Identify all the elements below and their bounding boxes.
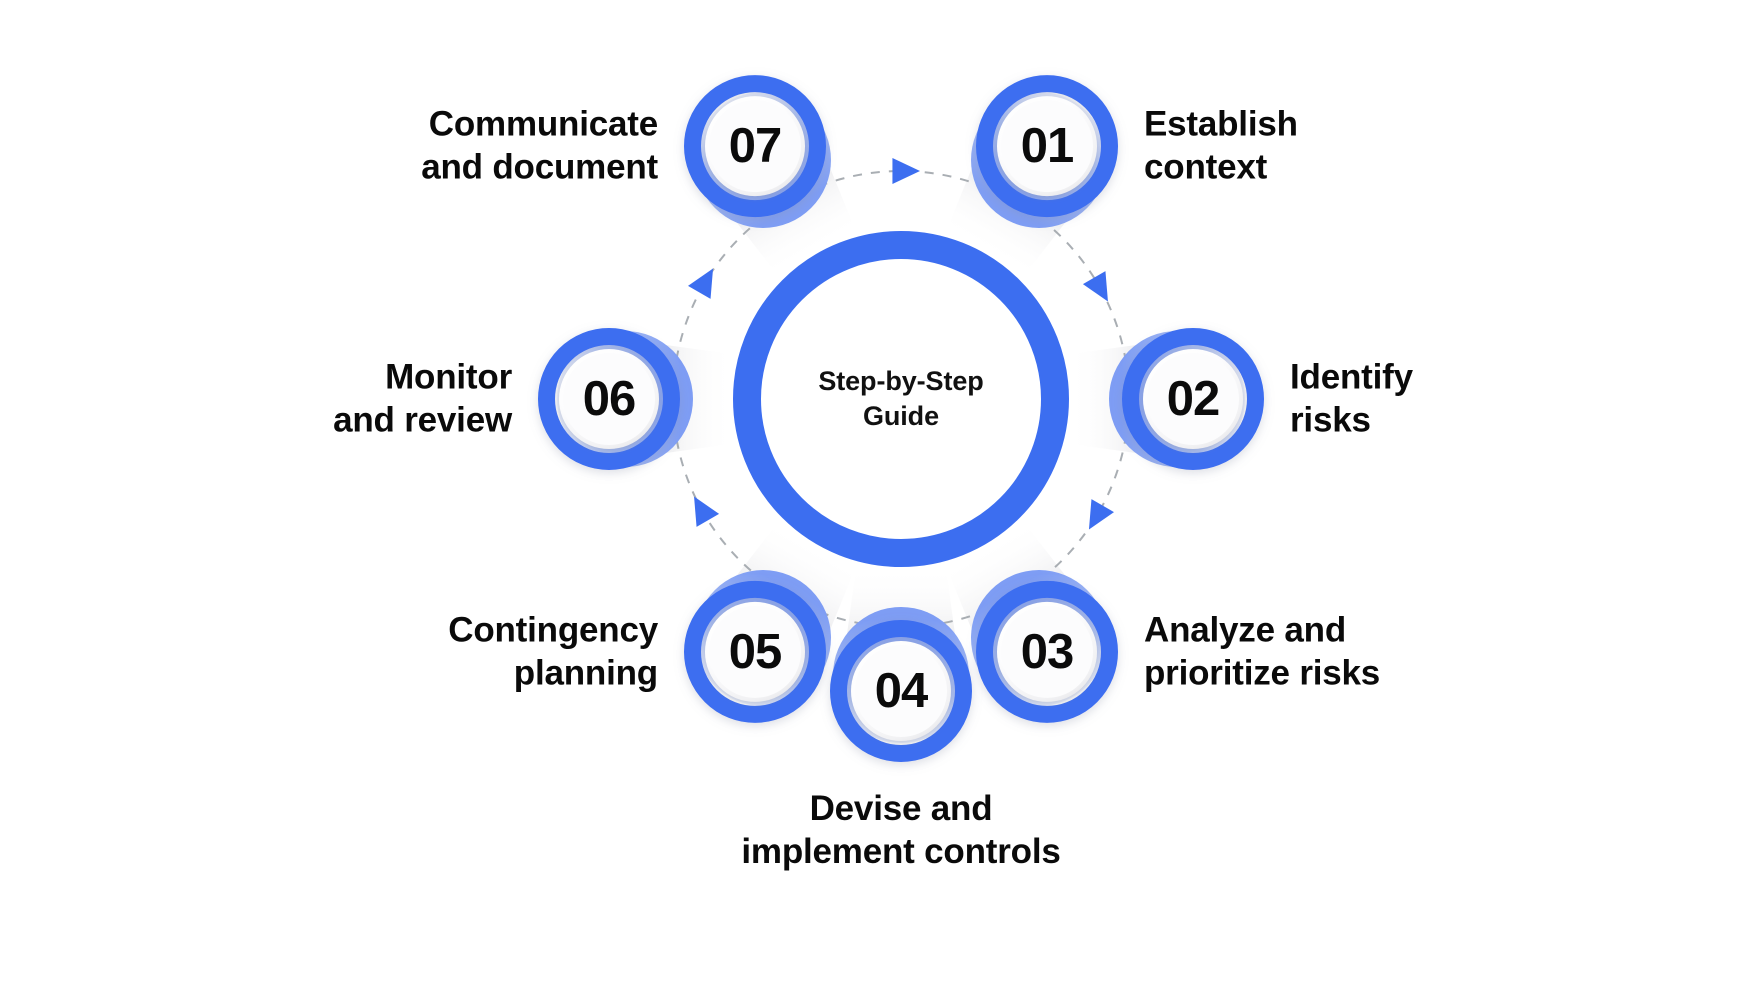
step-node-05[interactable]: 05 (684, 570, 832, 723)
step-number-07: 07 (729, 119, 782, 173)
step-label-05: Contingency planning (448, 610, 658, 692)
step-node-04[interactable]: 04 (830, 607, 972, 762)
step-label-07: Communicate and document (421, 104, 658, 187)
step-number-03: 03 (1021, 625, 1074, 679)
step-node-03[interactable]: 03 (971, 570, 1118, 723)
step-node-07[interactable]: 07 (684, 75, 832, 228)
step-number-04: 04 (875, 664, 928, 718)
step-number-02: 02 (1167, 372, 1220, 426)
step-node-06[interactable]: 06 (538, 328, 694, 470)
step-node-02[interactable]: 02 (1109, 328, 1264, 470)
hub-label: Step-by-Step Guide (818, 365, 984, 431)
step-node-01[interactable]: 01 (971, 75, 1118, 228)
step-label-03: Analyze and prioritize risks (1144, 610, 1381, 692)
step-number-01: 01 (1021, 119, 1074, 173)
step-label-06: Monitor and review (333, 357, 512, 439)
step-label-04: Devise and implement controls (741, 789, 1061, 871)
step-number-06: 06 (583, 372, 636, 426)
step-label-02: Identify risks (1290, 357, 1413, 439)
nodes-layer: 01 02 03 04 05 06 07 (538, 75, 1264, 762)
step-number-05: 05 (729, 625, 782, 679)
hub-layer (733, 231, 1069, 567)
step-label-01: Establish context (1144, 104, 1298, 187)
